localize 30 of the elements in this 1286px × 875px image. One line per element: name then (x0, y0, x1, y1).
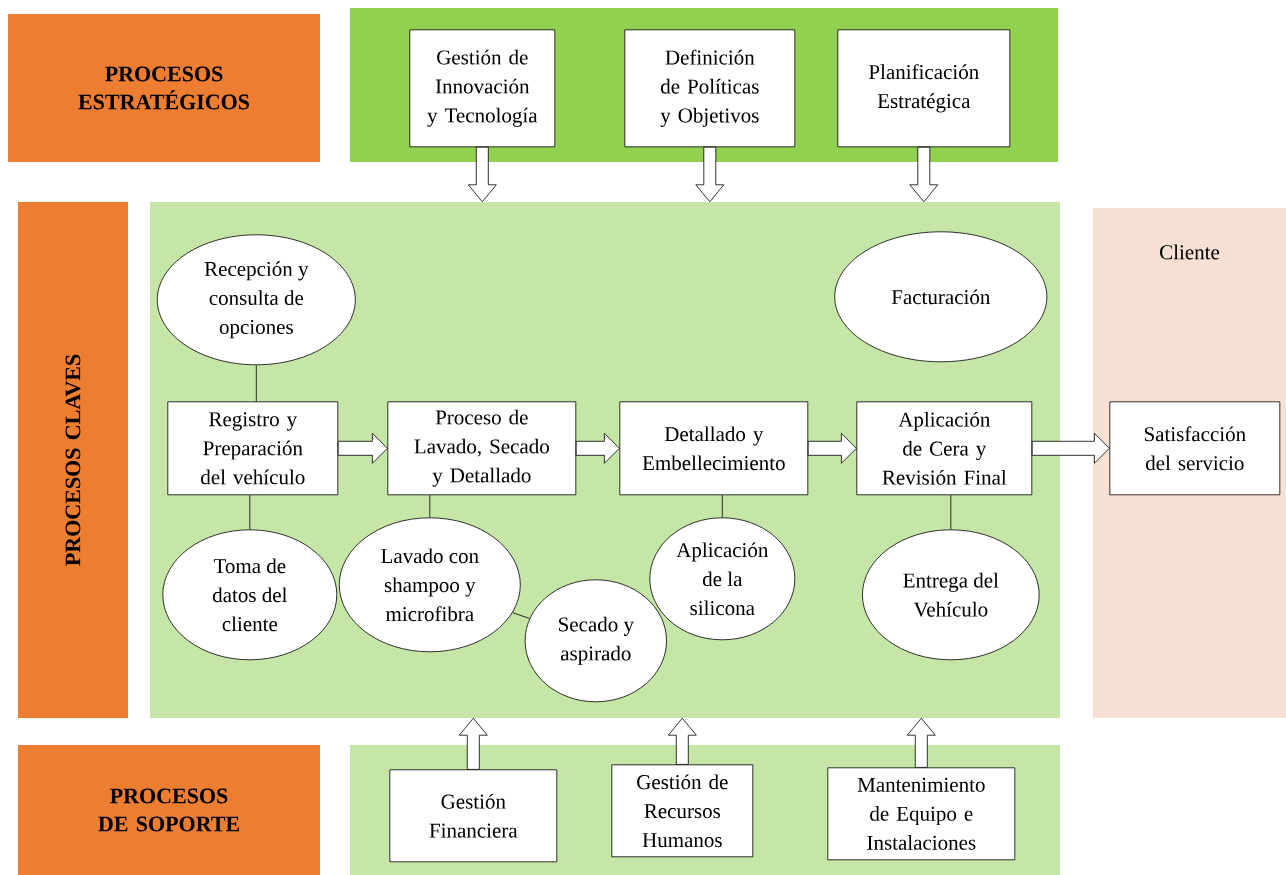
process-box: Definición de Políticas y Objetivos (624, 29, 796, 148)
connector-line (255, 364, 257, 402)
process-box: Gestión Financiera (389, 769, 558, 863)
block-arrow (575, 432, 620, 464)
connector-line (721, 494, 723, 518)
process-box: Planificación Estratégica (837, 29, 1011, 148)
process-box: Gestión de Innovación y Tecnología (409, 29, 556, 148)
block-arrow (906, 717, 936, 768)
block-arrow (667, 717, 697, 765)
block-arrow (695, 146, 725, 203)
process-box: Proceso de Lavado, Secado y Detallado (387, 401, 577, 496)
process-box: Satisfacción del servicio (1109, 401, 1281, 496)
block-arrow (467, 146, 497, 203)
block-arrow (458, 717, 488, 770)
process-box: Aplicación de Cera y Revisión Final (856, 401, 1033, 496)
category-band: PROCESOS ESTRATÉGICOS (8, 14, 320, 162)
block-arrow (337, 432, 388, 464)
connector-line (950, 494, 952, 530)
block-arrow (1031, 432, 1110, 464)
connector-line (512, 612, 530, 619)
connector-line (249, 494, 251, 530)
block-arrow (807, 432, 857, 464)
block-arrow (909, 146, 939, 203)
category-band: PROCESOS CLAVES (18, 202, 128, 718)
process-box: Mantenimiento de Equipo e Instalaciones (827, 767, 1016, 861)
process-box: Registro y Preparación del vehículo (167, 401, 339, 496)
process-box: Gestión de Recursos Humanos (611, 764, 754, 858)
connector-line (429, 494, 431, 518)
category-band: PROCESOS DE SOPORTE (18, 745, 320, 875)
process-box: Detallado y Embellecimiento (619, 401, 809, 496)
